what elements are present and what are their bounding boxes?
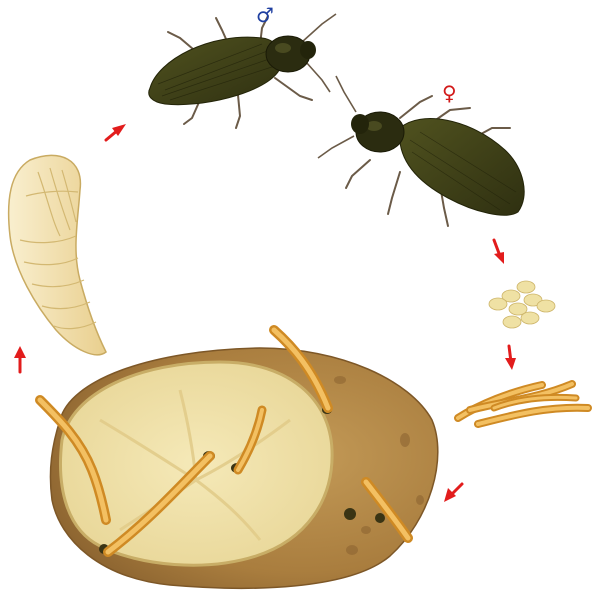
arrow-pupa-to-adult bbox=[106, 124, 126, 140]
larvae-cluster bbox=[458, 384, 588, 424]
pupa bbox=[9, 155, 106, 354]
adult-male-beetle bbox=[149, 14, 336, 128]
male-symbol: ♂ bbox=[256, 3, 274, 27]
female-symbol: ♀ bbox=[442, 81, 457, 105]
arrow-eggs-to-larvae bbox=[505, 346, 516, 370]
arrow-larvae-to-potato bbox=[444, 484, 462, 502]
arrow-adult-to-eggs bbox=[494, 240, 504, 264]
egg-cluster bbox=[489, 281, 555, 328]
infested-potato bbox=[40, 330, 438, 588]
adult-female-beetle bbox=[318, 76, 524, 226]
arrow-potato-to-pupa bbox=[14, 346, 26, 372]
